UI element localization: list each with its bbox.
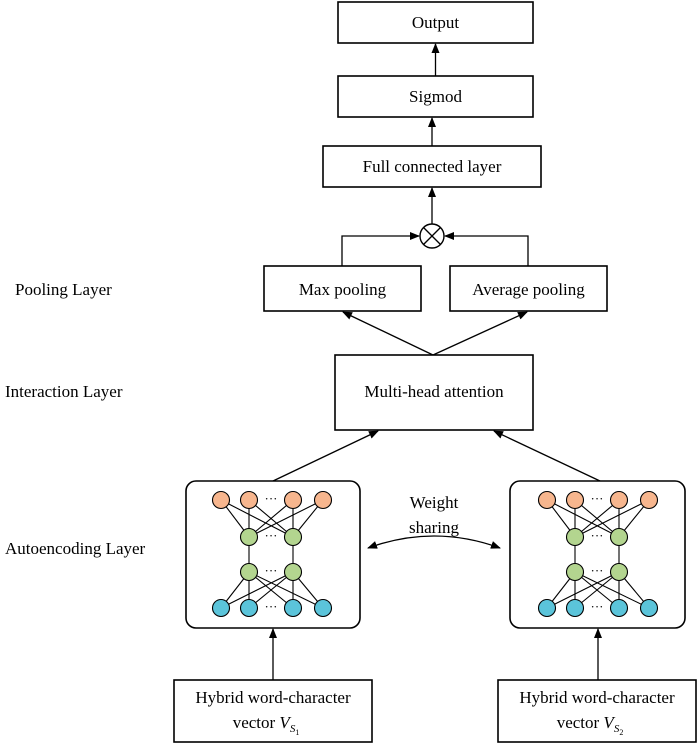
arrow-attention-to-maxpool bbox=[342, 311, 434, 356]
left-bottom-node-3 bbox=[283, 598, 303, 618]
left-input-box bbox=[173, 679, 373, 743]
right-top-node-2 bbox=[565, 490, 585, 510]
sigmoid-box bbox=[337, 75, 534, 118]
left-top-node-4 bbox=[313, 490, 333, 510]
right-input-line2: vector VS2 bbox=[557, 713, 624, 737]
pooling-layer-label: Pooling Layer bbox=[15, 280, 112, 299]
left-hidden1-node-1 bbox=[239, 527, 259, 547]
multi-head-attention-label: Multi-head attention bbox=[364, 382, 504, 401]
right-hidden1-node-1 bbox=[565, 527, 585, 547]
left-decoder-edge bbox=[248, 571, 294, 609]
arrow-avgpool-to-operator bbox=[444, 232, 529, 266]
right-bottom-node-3 bbox=[609, 598, 629, 618]
multiply-operator-icon bbox=[419, 223, 445, 249]
right-bottom-ellipsis: ··· bbox=[591, 599, 604, 614]
max-pooling-label: Max pooling bbox=[299, 280, 387, 299]
right-hidden2-node-1 bbox=[565, 562, 585, 582]
weight-sharing-label-line2: sharing bbox=[409, 518, 460, 537]
fully-connected-label: Full connected layer bbox=[363, 157, 502, 176]
weight-sharing-label-line1: Weight bbox=[410, 493, 459, 512]
output-box bbox=[337, 1, 534, 44]
left-encoder-edge bbox=[220, 499, 294, 538]
right-bottom-node-1 bbox=[537, 598, 557, 618]
left-bottom-node-2 bbox=[239, 598, 259, 618]
right-encoder-edge bbox=[574, 499, 620, 538]
left-encoder-edge bbox=[248, 499, 294, 538]
right-input-vector-word: vector bbox=[557, 713, 600, 732]
left-top-node-2 bbox=[239, 490, 259, 510]
left-input-line2: vector VS1 bbox=[233, 713, 300, 737]
left-input-sub: S bbox=[290, 723, 296, 735]
interaction-layer-label: Interaction Layer bbox=[5, 382, 123, 401]
left-hidden1-node-2 bbox=[283, 527, 303, 547]
right-bottom-node-4 bbox=[639, 598, 659, 618]
right-encoder-edge bbox=[574, 499, 650, 538]
right-bottom-node-2 bbox=[565, 598, 585, 618]
right-hidden2-ellipsis: ··· bbox=[591, 563, 604, 578]
right-input-sub: S bbox=[614, 723, 620, 735]
multi-head-attention-box bbox=[334, 354, 534, 431]
right-top-ellipsis: ··· bbox=[591, 491, 604, 506]
right-input-line1: Hybrid word-character bbox=[519, 688, 675, 707]
arrow-right-encoder-to-attention bbox=[493, 430, 601, 482]
left-decoder-edge bbox=[220, 571, 294, 609]
left-bottom-node-4 bbox=[313, 598, 333, 618]
output-label: Output bbox=[412, 13, 460, 32]
right-input-symbol: V bbox=[603, 713, 616, 732]
autoencoding-layer-label: Autoencoding Layer bbox=[5, 539, 146, 558]
left-input-vector-word: vector bbox=[233, 713, 276, 732]
left-hidden2-node-1 bbox=[239, 562, 259, 582]
right-autoencoder-network: ··· ··· ··· ··· bbox=[537, 490, 659, 618]
right-decoder-edge bbox=[574, 571, 620, 609]
right-top-node-4 bbox=[639, 490, 659, 510]
average-pooling-box bbox=[449, 265, 608, 312]
left-top-node-1 bbox=[211, 490, 231, 510]
left-top-ellipsis: ··· bbox=[265, 491, 278, 506]
sigmoid-label: Sigmod bbox=[409, 87, 462, 106]
left-hidden2-ellipsis: ··· bbox=[265, 563, 278, 578]
max-pooling-box bbox=[263, 265, 422, 312]
arrow-left-encoder-to-attention bbox=[272, 430, 379, 482]
arrow-maxpool-to-operator bbox=[341, 232, 420, 266]
left-autoencoder-network: ··· ··· ··· ··· bbox=[211, 490, 333, 618]
right-top-node-1 bbox=[537, 490, 557, 510]
left-top-node-3 bbox=[283, 490, 303, 510]
right-top-node-3 bbox=[609, 490, 629, 510]
right-encoder-edge bbox=[546, 499, 620, 538]
right-decoder-edge bbox=[546, 571, 620, 609]
weight-sharing-arrow bbox=[367, 535, 501, 549]
left-hidden2-node-2 bbox=[283, 562, 303, 582]
left-input-subsub: 1 bbox=[295, 728, 299, 737]
right-input-box bbox=[497, 679, 697, 743]
right-hidden2-node-2 bbox=[609, 562, 629, 582]
left-decoder-edge bbox=[248, 571, 324, 609]
left-encoder-edge bbox=[248, 499, 324, 538]
right-decoder-edge bbox=[574, 571, 650, 609]
right-hidden1-node-2 bbox=[609, 527, 629, 547]
left-hidden1-ellipsis: ··· bbox=[265, 528, 278, 543]
right-input-subsub: 2 bbox=[619, 728, 623, 737]
left-bottom-node-1 bbox=[211, 598, 231, 618]
left-input-symbol: V bbox=[279, 713, 292, 732]
left-bottom-ellipsis: ··· bbox=[265, 599, 278, 614]
average-pooling-label: Average pooling bbox=[472, 280, 585, 299]
right-hidden1-ellipsis: ··· bbox=[591, 528, 604, 543]
arrow-attention-to-avgpool bbox=[432, 311, 528, 356]
left-input-line1: Hybrid word-character bbox=[195, 688, 351, 707]
